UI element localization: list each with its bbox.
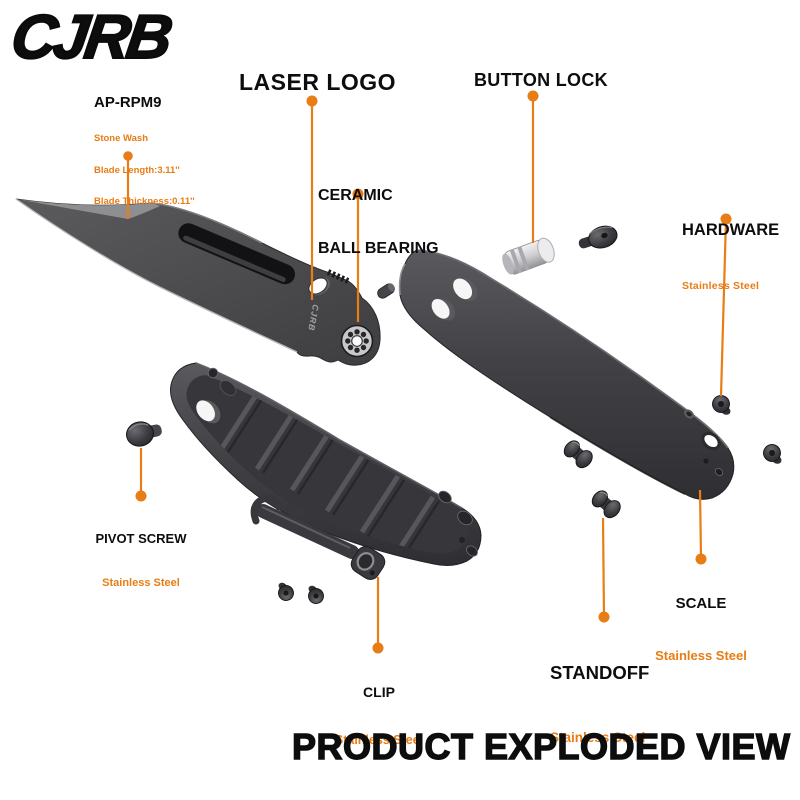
- button-lock-graphic: [502, 237, 555, 275]
- hardware-title: HARDWARE: [682, 221, 780, 239]
- brand-logo: CJRB: [6, 2, 175, 73]
- standoff-material: Stainless Steel: [550, 730, 646, 745]
- leader-standoff: [601, 517, 606, 618]
- hardware-material: Stainless Steel: [682, 280, 760, 292]
- callout-laser-logo: LASER LOGO: [239, 69, 397, 95]
- page-title: PRODUCT EXPLODED VIEW: [291, 725, 791, 767]
- clip-material: Stainless Steel: [334, 733, 424, 747]
- leader-hardware: [719, 218, 728, 397]
- product-specs: Stone Wash Blade Length:3.11'' Blade Thi…: [94, 113, 195, 229]
- standoff-graphic-lower: [591, 490, 621, 519]
- callout-standoff: STANDOFF Stainless Steel: [550, 618, 649, 789]
- callout-scale: SCALE Stainless Steel: [655, 561, 747, 697]
- spec-blade-length: Blade Length:3.11'': [94, 164, 180, 176]
- callout-ceramic-ball-bearing: CERAMIC BALL BEARING: [318, 152, 439, 292]
- hardware-screw-2: [763, 444, 782, 464]
- lanyard-hole: [701, 431, 721, 451]
- right-scale-lock-hole: [453, 278, 478, 302]
- callout-pivot-screw: PIVOT SCREW Stainless Steel: [95, 501, 186, 619]
- callout-clip: CLIP Stainless Steel: [335, 652, 423, 779]
- blade-tang-hole: [308, 277, 331, 296]
- blade-laser-logo-text: CJRB: [306, 304, 321, 332]
- pivot-screw-title: PIVOT SCREW: [95, 531, 187, 546]
- ceramic-line1: CERAMIC: [318, 187, 393, 204]
- callout-hardware: HARDWARE Stainless Steel: [682, 183, 779, 330]
- leader-scale: [698, 489, 703, 560]
- ceramic-line2: BALL BEARING: [318, 239, 439, 257]
- standoff-title: STANDOFF: [550, 662, 650, 683]
- scale-material: Stainless Steel: [655, 648, 747, 663]
- scale-title: SCALE: [675, 595, 727, 612]
- clip-title: CLIP: [363, 684, 395, 700]
- clip-screw-2: [308, 585, 324, 604]
- hardware-screw-1: [712, 395, 731, 415]
- right-scale-graphic: [398, 249, 735, 500]
- pivot-screw-graphic: [126, 421, 162, 447]
- right-scale-pivot-hole: [431, 298, 456, 321]
- standoff-graphic-upper: [563, 440, 593, 469]
- stop-pin-graphic: [377, 283, 396, 299]
- blade-jimping: [326, 269, 350, 284]
- clip-graphic: [250, 494, 386, 580]
- spec-blade-thickness: Blade Thickness:0.11'': [94, 196, 195, 207]
- butt-recess: [684, 409, 694, 419]
- callout-button-lock: BUTTON LOCK: [474, 70, 608, 90]
- pivot-screw-material: Stainless Steel: [102, 577, 180, 589]
- spec-finish: Stone Wash: [94, 133, 149, 144]
- blade-swedge: [16, 199, 160, 219]
- left-scale-graphic: [170, 362, 482, 566]
- countersunk-screw-graphic: [578, 225, 618, 249]
- product-name: AP-RPM9: [94, 94, 162, 111]
- leader-lines: [123, 90, 732, 654]
- left-scale-pivot-hole: [196, 400, 221, 424]
- blade-graphic: CJRB: [15, 198, 381, 366]
- clip-screw-1: [278, 582, 294, 601]
- blade-fuller: [178, 223, 295, 285]
- ceramic-bearing-graphic: [340, 324, 374, 358]
